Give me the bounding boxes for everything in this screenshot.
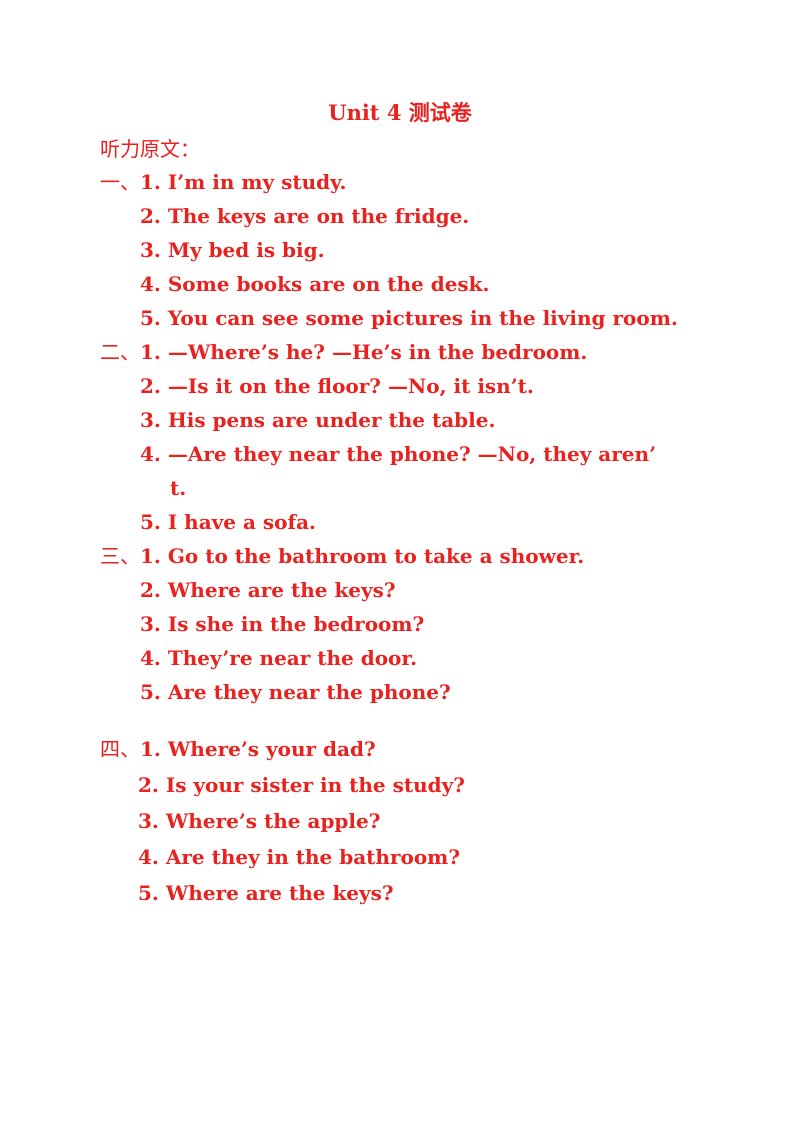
section-4-item-5: 5. Where are the keys? (138, 881, 394, 905)
section-1-item-4: 4. Some books are on the desk. (140, 272, 490, 296)
section-1-line-1: 一、1. I’m in my study. (100, 167, 346, 197)
section-1-item-2: 2. The keys are on the fridge. (140, 204, 470, 228)
page-title: Unit 4 测试卷 (328, 100, 472, 125)
section-2-item-5: 5. I have a sofa. (140, 510, 317, 534)
section-1-item-1: 1. I’m in my study. (140, 170, 347, 194)
section-4-item-1: 1. Where’s your dad? (140, 737, 376, 761)
section-1-prefix: 一、 (100, 170, 140, 194)
section-2-item-4: 4. —Are they near the phone? —No, they a… (140, 442, 657, 466)
section-1-item-3: 3. My bed is big. (140, 238, 325, 262)
section-3-item-5: 5. Are they near the phone? (140, 680, 451, 704)
section-2-item-2: 2. —Is it on the floor? —No, it isn’t. (140, 374, 534, 398)
section-4-item-2: 2. Is your sister in the study? (138, 773, 465, 797)
section-3-item-1: 1. Go to the bathroom to take a shower. (140, 544, 585, 568)
section-3-line-1: 三、1. Go to the bathroom to take a shower… (100, 541, 584, 571)
listening-script-heading: 听力原文： (100, 137, 200, 161)
section-2-line-1: 二、1. —Where’s he? —He’s in the bedroom. (100, 337, 587, 367)
section-3-item-4: 4. They’re near the door. (140, 646, 418, 670)
section-4-line-1: 四、1. Where’s your dad? (100, 734, 376, 764)
section-2-item-4-continued: t. (170, 476, 187, 500)
section-2-item-3: 3. His pens are under the table. (140, 408, 496, 432)
section-1-item-5: 5. You can see some pictures in the livi… (140, 306, 678, 330)
section-3-item-3: 3. Is she in the bedroom? (140, 612, 425, 636)
section-2-item-1: 1. —Where’s he? —He’s in the bedroom. (140, 340, 588, 364)
section-3-prefix: 三、 (100, 544, 140, 568)
section-2-prefix: 二、 (100, 340, 140, 364)
section-4-item-3: 3. Where’s the apple? (138, 809, 381, 833)
section-4-item-4: 4. Are they in the bathroom? (138, 845, 461, 869)
section-4-prefix: 四、 (100, 737, 140, 761)
section-3-item-2: 2. Where are the keys? (140, 578, 396, 602)
